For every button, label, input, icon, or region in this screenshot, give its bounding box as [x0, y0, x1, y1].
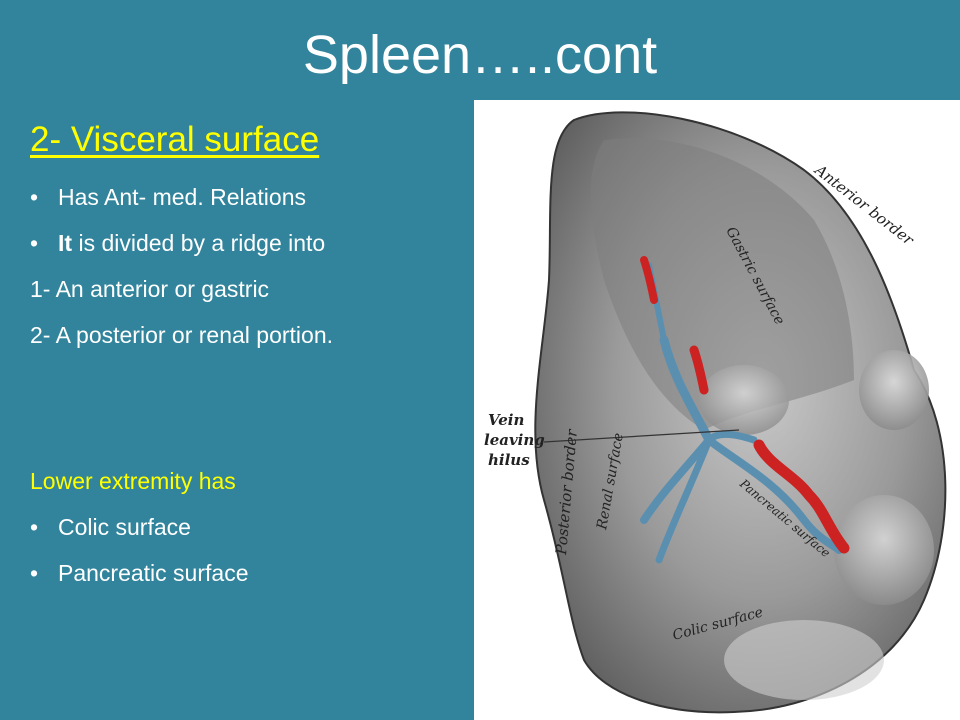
bullet-icon: •	[30, 560, 39, 586]
bullet-icon: •	[30, 184, 39, 210]
bullet-item: •Has Ant- med. Relations	[30, 174, 470, 220]
bullet-icon: •	[30, 230, 39, 256]
colic-lobe	[834, 495, 934, 605]
label-hilus: hilus	[488, 451, 530, 469]
bullet-item: •It is divided by a ridge into	[30, 220, 470, 266]
gastric-area	[590, 138, 854, 431]
bullet-icon: •	[30, 514, 39, 540]
colic-lobe	[724, 620, 884, 700]
section-heading: 2- Visceral surface	[30, 120, 320, 159]
slide-title: Spleen…..cont	[302, 25, 658, 85]
label-vein: Vein	[488, 411, 524, 429]
bullet-item: •Pancreatic surface	[30, 550, 470, 596]
ridge-lobe	[699, 365, 789, 435]
bullet-item: •Colic surface	[30, 504, 470, 550]
vein-pointer-line	[543, 429, 740, 443]
numbered-item: 2- A posterior or renal portion.	[30, 322, 333, 348]
arteries	[640, 256, 850, 554]
lower-extremity-heading: Lower extremity has	[30, 468, 236, 494]
spleen-illustration: Anterior border Gastric surface Renal su…	[474, 100, 960, 720]
label-leaving: leaving	[484, 431, 545, 449]
text-panel: 2- Visceral surface •Has Ant- med. Relat…	[30, 118, 470, 596]
numbered-item: 1- An anterior or gastric	[30, 276, 270, 302]
spleen-drawing: Anterior border Gastric surface Renal su…	[484, 111, 947, 714]
ridge-lobe	[859, 350, 929, 430]
